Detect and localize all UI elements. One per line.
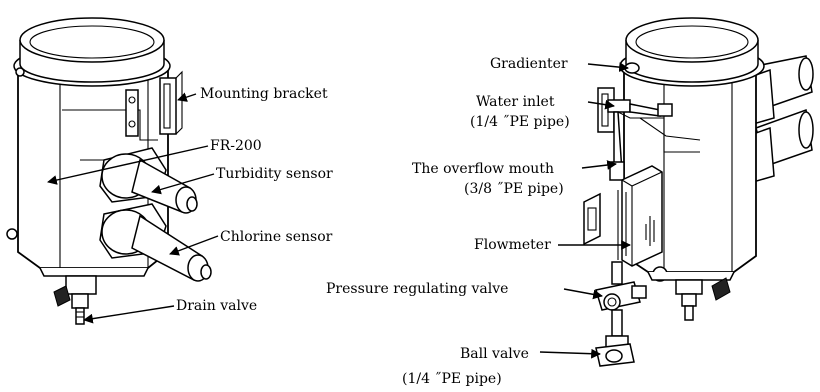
label-flowmeter: Flowmeter (474, 237, 551, 253)
label-gradienter: Gradienter (490, 56, 568, 72)
label-overflow-mouth-pipe: (3/8 ˝PE pipe) (464, 181, 564, 197)
label-drain-valve: Drain valve (176, 298, 257, 314)
ball-valve-shape (595, 335, 635, 367)
label-pressure-regulating-valve: Pressure regulating valve (326, 281, 508, 297)
label-fr200: FR-200 (210, 138, 262, 154)
right-labels: Gradienter Water inlet (1/4 ˝PE pipe) Th… (326, 56, 631, 387)
label-chlorine-sensor: Chlorine sensor (220, 229, 333, 245)
right-device-drawing (583, 17, 814, 367)
label-water-inlet-pipe: (1/4 ˝PE pipe) (470, 114, 570, 130)
label-water-inlet: Water inlet (476, 94, 555, 110)
chlorine-sensor-shape (99, 203, 212, 282)
label-mounting-bracket: Mounting bracket (200, 86, 328, 102)
left-labels: Mounting bracket FR-200 Turbidity sensor… (47, 86, 333, 324)
label-ball-valve: Ball valve (460, 346, 529, 362)
label-ball-valve-pipe: (1/4 ˝PE pipe) (402, 371, 502, 387)
left-device-drawing (6, 17, 212, 325)
turbidity-sensor-shape (99, 147, 198, 214)
pressure-valve-shape (595, 261, 647, 337)
label-turbidity-sensor: Turbidity sensor (216, 166, 333, 182)
label-overflow-mouth: The overflow mouth (412, 161, 554, 177)
